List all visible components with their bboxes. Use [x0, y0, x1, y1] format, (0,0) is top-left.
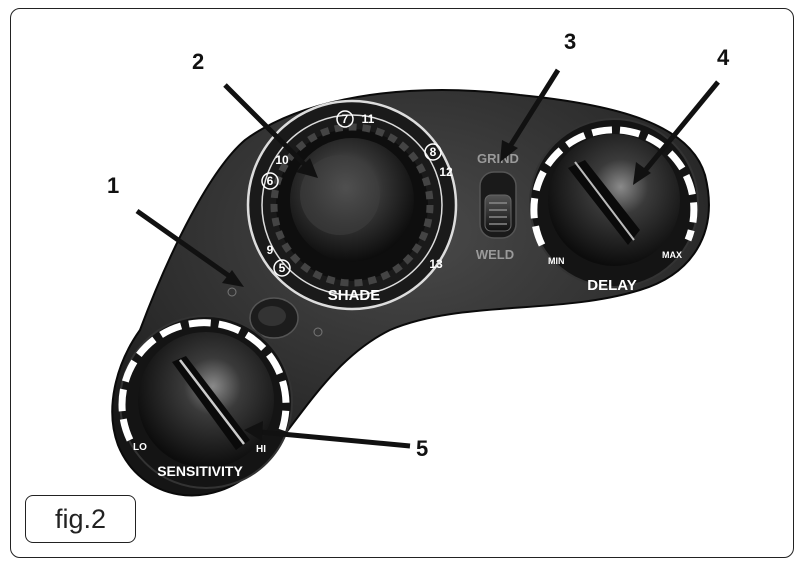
sensitivity-label: SENSITIVITY — [157, 463, 243, 479]
shade-number-13: 13 — [429, 257, 443, 271]
shade-number-10: 10 — [275, 153, 289, 167]
shade-number-9: 9 — [267, 243, 274, 257]
callout-line-1 — [135, 208, 234, 281]
callout-line-2 — [223, 83, 307, 167]
shade-number-12: 12 — [439, 165, 453, 179]
callout-number-3: 3 — [564, 29, 577, 54]
shade-label: SHADE — [328, 287, 381, 304]
delay-max-label: MAX — [662, 250, 682, 260]
callout-line-3 — [506, 68, 561, 150]
callout-number-4: 4 — [717, 45, 730, 70]
callout-line-5 — [259, 429, 411, 449]
weld-label: WELD — [476, 247, 514, 262]
shade-dial[interactable]: SHADE 7 11 8 12 13 10 6 9 5 — [246, 99, 458, 311]
test-button[interactable] — [227, 287, 323, 339]
callout-arrows — [135, 68, 720, 449]
shade-number-6: 6 — [267, 174, 274, 188]
sensitivity-hi-label: HI — [256, 444, 266, 455]
shade-number-11: 11 — [362, 112, 375, 126]
figure-label: fig.2 — [25, 495, 136, 543]
sensitivity-lo-label: LO — [133, 442, 147, 453]
sensitivity-knob[interactable]: LO HI SENSITIVITY — [118, 315, 293, 489]
callout-number-5: 5 — [416, 436, 429, 461]
callout-number-1: 1 — [107, 173, 120, 198]
callout-line-4 — [642, 80, 720, 174]
shade-number-7: 7 — [342, 112, 349, 126]
callout-number-2: 2 — [192, 49, 205, 74]
shade-number-8: 8 — [430, 145, 437, 159]
delay-min-label: MIN — [548, 256, 565, 266]
grind-label: GRIND — [477, 151, 519, 166]
delay-label: DELAY — [587, 277, 636, 294]
shade-number-5: 5 — [279, 261, 286, 275]
mode-switch-slider[interactable] — [484, 194, 512, 232]
indicator-icon — [313, 327, 323, 337]
